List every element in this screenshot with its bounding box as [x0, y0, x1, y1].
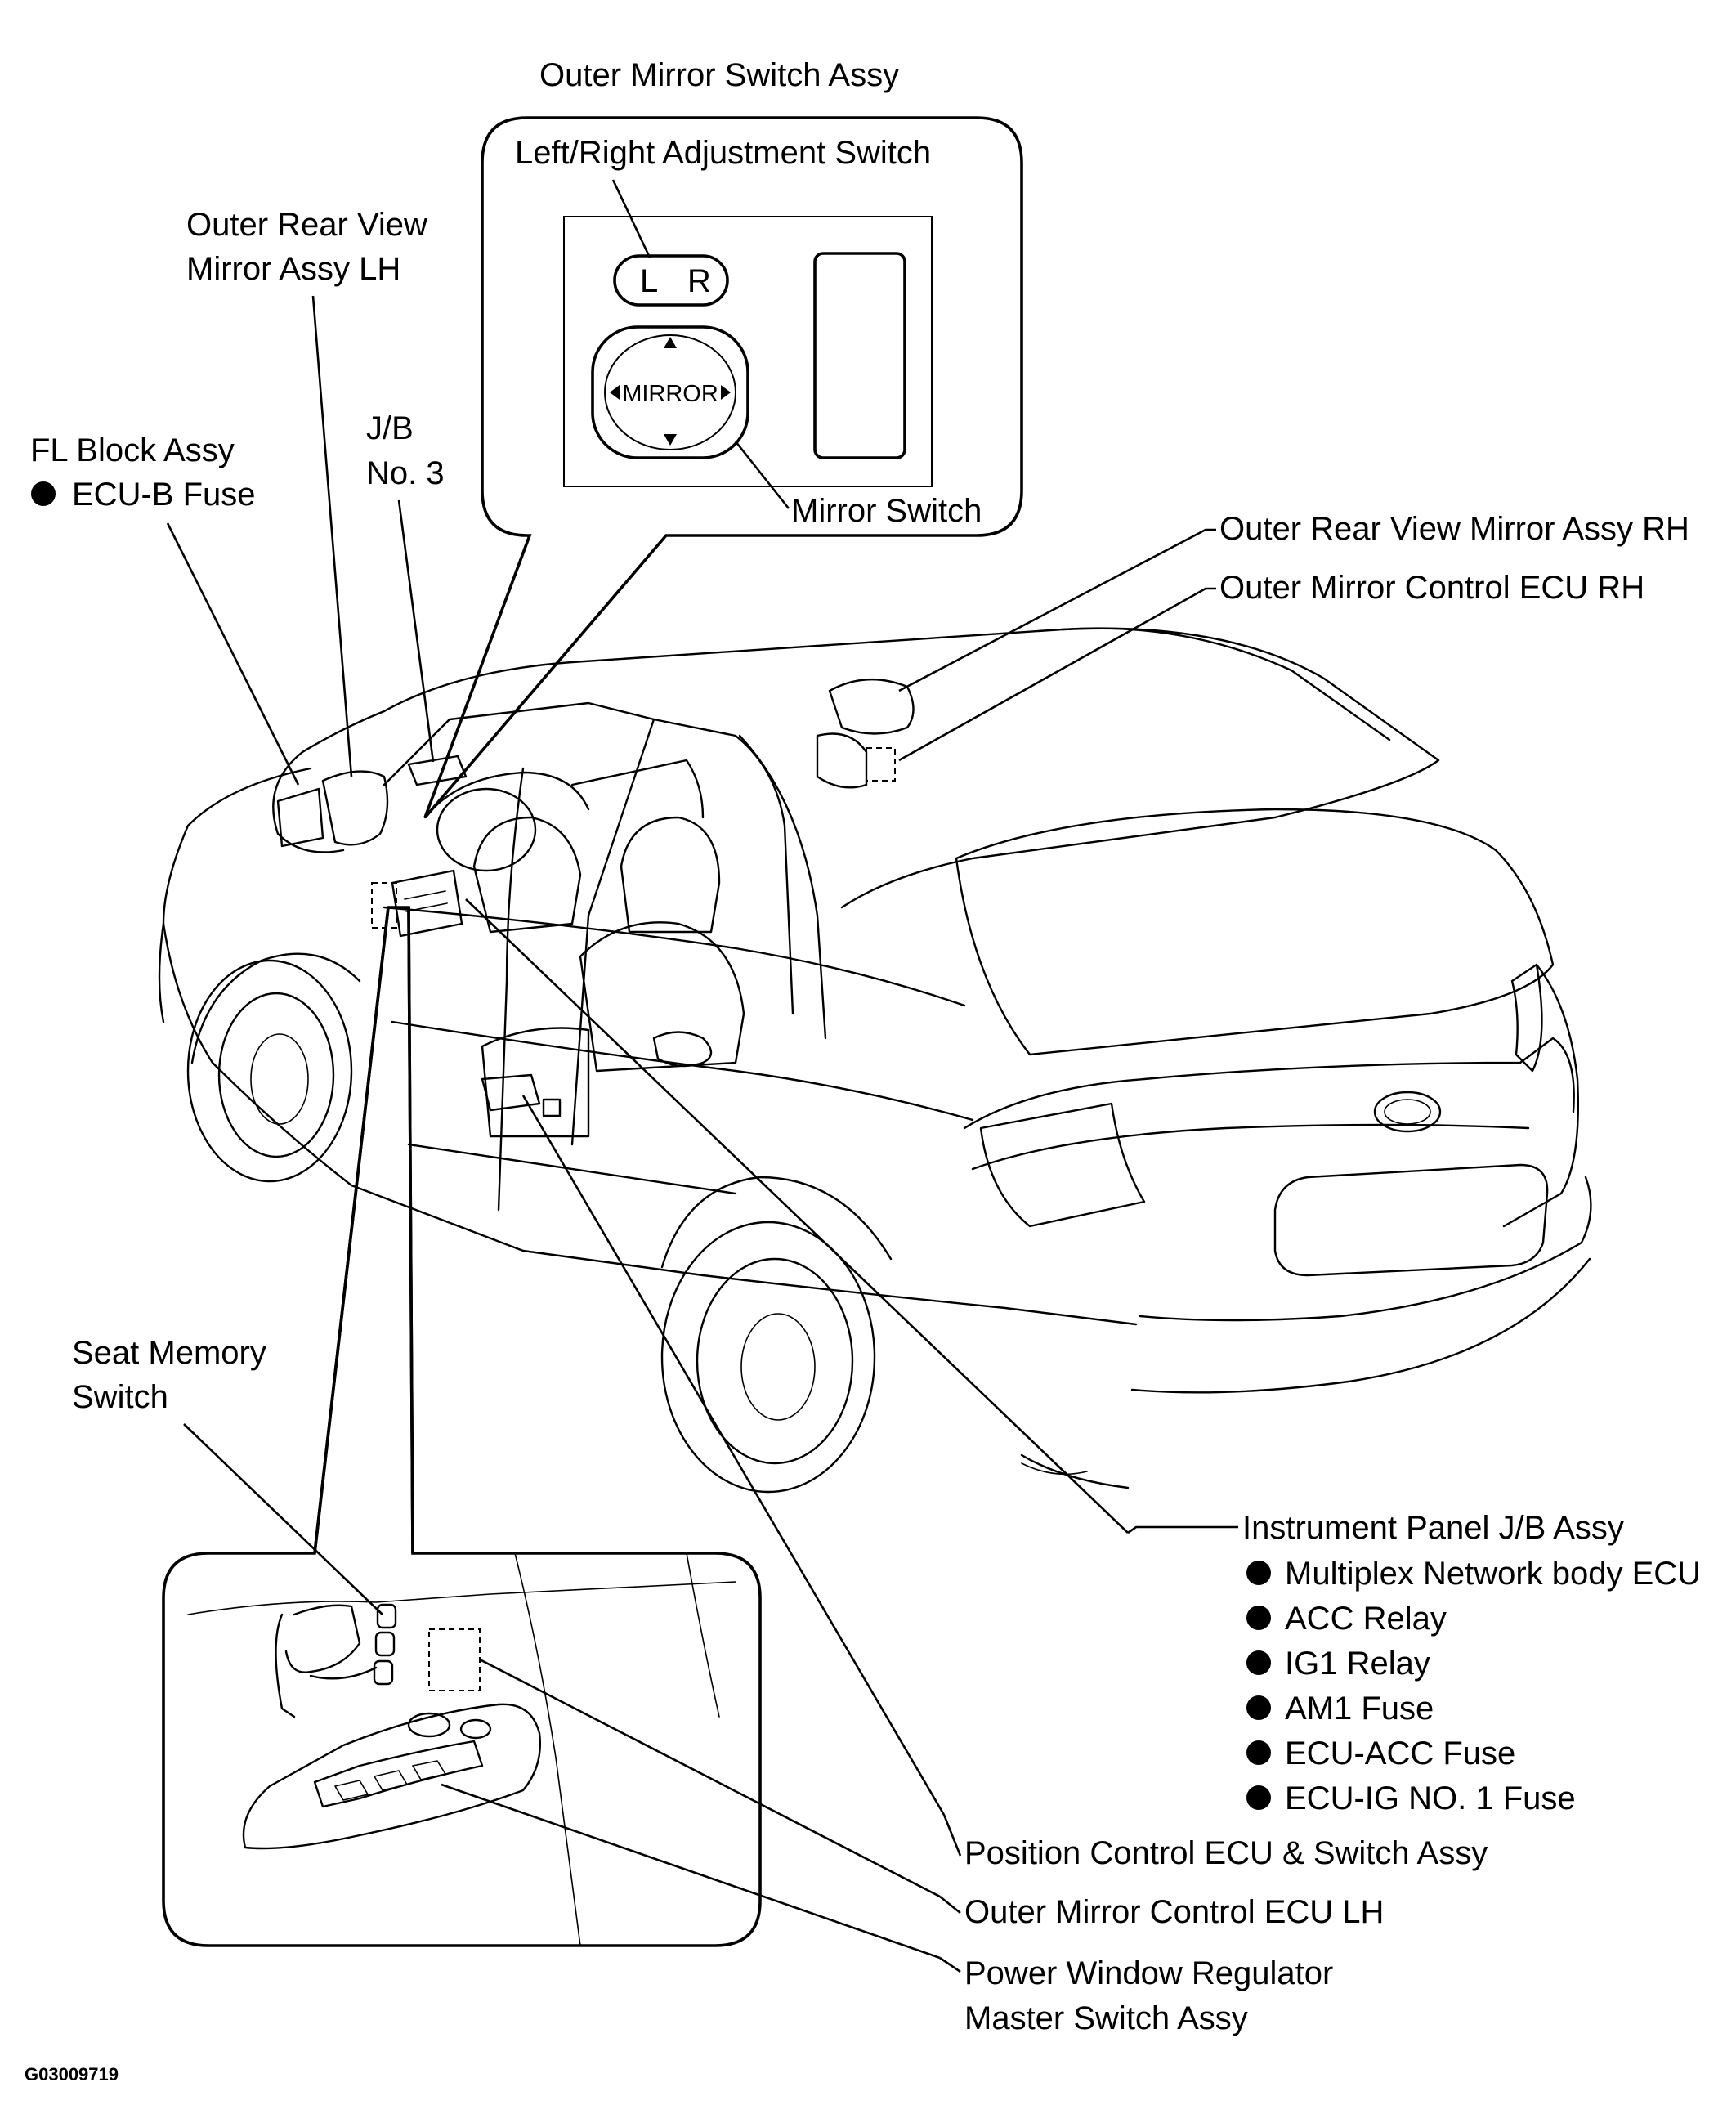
bullet-icon [1246, 1561, 1271, 1585]
label-power-window-regulator-line1: Power Window Regulator [964, 1955, 1333, 1991]
item-acc-relay: ACC Relay [1285, 1601, 1447, 1637]
lr-switch-r: R [687, 263, 711, 299]
item-ecu-ig-no1-fuse: ECU-IG NO. 1 Fuse [1285, 1780, 1576, 1816]
item-ig1-relay: IG1 Relay [1285, 1646, 1430, 1682]
figure-code: G03009719 [25, 2064, 119, 2085]
left-right-selector-switch [613, 254, 729, 307]
label-ecu-b-fuse: ECU-B Fuse [72, 477, 256, 513]
label-fl-block-assy: FL Block Assy [30, 432, 235, 468]
arrow-up-icon [664, 337, 677, 348]
label-outer-rear-view-mirror-rh: Outer Rear View Mirror Assy RH [1219, 511, 1689, 547]
item-ecu-acc-fuse: ECU-ACC Fuse [1285, 1736, 1515, 1771]
label-jb-no3-line2: No. 3 [366, 455, 445, 491]
mirror-switch-housing [591, 325, 749, 459]
vehicle-outline [158, 627, 1592, 1494]
item-am1-fuse: AM1 Fuse [1285, 1691, 1434, 1727]
arrow-right-icon [721, 385, 731, 400]
instrument-panel-item-list: Multiplex Network body ECU ACC Relay IG1… [1246, 1556, 1701, 1816]
label-seat-memory-switch-line1: Seat Memory [72, 1335, 266, 1371]
label-power-window-regulator-line2: Master Switch Assy [964, 2000, 1248, 2036]
mirror-switch-text: MIRROR [622, 381, 718, 407]
label-mirror-switch: Mirror Switch [791, 493, 982, 529]
label-outer-rear-view-mirror-lh-line2: Mirror Assy LH [186, 251, 400, 287]
label-outer-mirror-control-ecu-lh: Outer Mirror Control ECU LH [964, 1894, 1384, 1930]
label-jb-no3-line1: J/B [366, 410, 414, 446]
lr-switch-l: L [640, 263, 658, 299]
bullet-icon [1246, 1695, 1271, 1720]
label-left-right-adjustment-switch: Left/Right Adjustment Switch [515, 135, 931, 171]
bullet-icon [1246, 1650, 1271, 1675]
bullet-icon [31, 481, 56, 506]
bullet-icon [1246, 1740, 1271, 1765]
mirror-switch-knob [604, 334, 736, 450]
item-multiplex-network-body-ecu: Multiplex Network body ECU [1285, 1556, 1701, 1592]
arrow-left-icon [610, 385, 620, 400]
label-outer-rear-view-mirror-lh-line1: Outer Rear View [186, 207, 427, 243]
arrow-down-icon [664, 434, 677, 446]
label-position-control-ecu: Position Control ECU & Switch Assy [964, 1835, 1488, 1871]
mirror-switch-callout: Left/Right Adjustment Switch L R MIRROR … [423, 116, 1023, 819]
label-outer-mirror-control-ecu-rh: Outer Mirror Control ECU RH [1219, 570, 1644, 606]
label-instrument-panel-jb-assy: Instrument Panel J/B Assy [1242, 1510, 1624, 1546]
bullet-icon [1246, 1606, 1271, 1630]
switch-panel [563, 216, 933, 487]
blank-switch-panel [813, 252, 906, 459]
label-seat-memory-switch-line2: Switch [72, 1379, 168, 1415]
bullet-icon [1246, 1785, 1271, 1810]
label-outer-mirror-switch-assy: Outer Mirror Switch Assy [539, 57, 899, 93]
door-switch-callout [162, 906, 762, 1947]
